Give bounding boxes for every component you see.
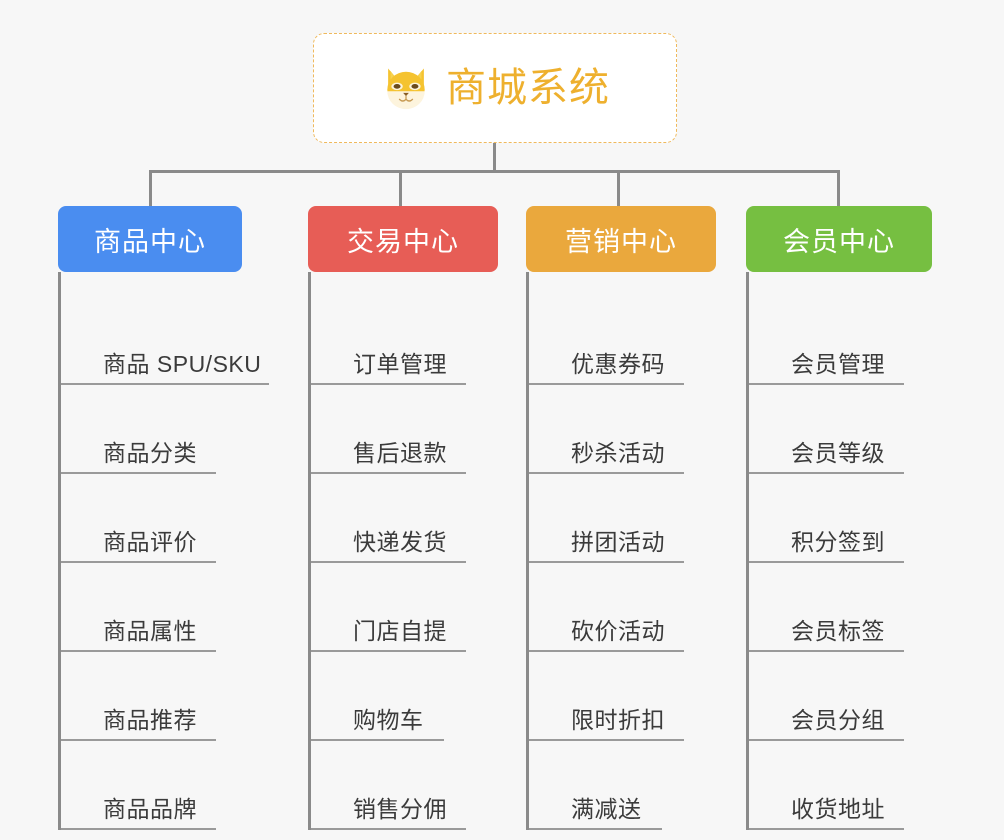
branch-column-2: 交易中心 订单管理 售后退款 快递发货 门店自提 购物车 [308, 206, 508, 830]
list-item[interactable]: 优惠券码 [529, 296, 726, 385]
leaf-list-3: 优惠券码 秒杀活动 拼团活动 砍价活动 限时折扣 满减送 [526, 272, 726, 830]
leaf-label: 商品推荐 [103, 707, 197, 733]
list-item[interactable]: 秒杀活动 [529, 385, 726, 474]
list-item[interactable]: 购物车 [311, 652, 508, 741]
connector-drop-3 [617, 170, 620, 206]
shiba-dog-icon [387, 68, 425, 110]
leaf-underline [749, 650, 904, 652]
list-item[interactable]: 会员分组 [749, 652, 946, 741]
branch-column-4: 会员中心 会员管理 会员等级 积分签到 会员标签 会员分组 [746, 206, 946, 830]
list-item[interactable]: 满减送 [529, 741, 726, 830]
leaf-underline [749, 739, 904, 741]
leaf-underline [311, 828, 466, 830]
root-node[interactable]: 商城系统 [313, 33, 677, 143]
leaf-underline [311, 739, 444, 741]
leaf-label: 快递发货 [353, 529, 447, 555]
leaf-underline [529, 472, 684, 474]
leaf-underline [529, 739, 684, 741]
branch-column-1: 商品中心 商品 SPU/SKU 商品分类 商品评价 商品属性 商品推荐 [58, 206, 288, 830]
leaf-label: 砍价活动 [571, 618, 665, 644]
leaf-label: 商品属性 [103, 618, 197, 644]
list-item[interactable]: 砍价活动 [529, 563, 726, 652]
leaf-underline [749, 828, 904, 830]
category-label: 商品中心 [94, 226, 206, 257]
list-item[interactable]: 商品推荐 [61, 652, 288, 741]
leaf-list-1: 商品 SPU/SKU 商品分类 商品评价 商品属性 商品推荐 商品品牌 [58, 272, 288, 830]
category-label: 会员中心 [783, 226, 895, 257]
leaf-underline [749, 561, 904, 563]
leaf-label: 满减送 [571, 796, 642, 822]
leaf-underline [311, 561, 466, 563]
connector-drop-4 [837, 170, 840, 206]
list-item[interactable]: 收货地址 [749, 741, 946, 830]
list-item[interactable]: 门店自提 [311, 563, 508, 652]
leaf-list-4: 会员管理 会员等级 积分签到 会员标签 会员分组 收货地址 [746, 272, 946, 830]
list-item[interactable]: 会员标签 [749, 563, 946, 652]
list-item[interactable]: 会员管理 [749, 296, 946, 385]
leaf-underline [311, 472, 466, 474]
list-item[interactable]: 商品品牌 [61, 741, 288, 830]
leaf-label: 优惠券码 [571, 351, 665, 377]
list-item[interactable]: 快递发货 [311, 474, 508, 563]
branch-column-3: 营销中心 优惠券码 秒杀活动 拼团活动 砍价活动 限时折扣 [526, 206, 726, 830]
leaf-underline [529, 383, 684, 385]
list-item[interactable]: 商品评价 [61, 474, 288, 563]
root-title: 商城系统 [446, 66, 610, 110]
leaf-label: 秒杀活动 [571, 440, 665, 466]
list-item[interactable]: 售后退款 [311, 385, 508, 474]
leaf-label: 售后退款 [353, 440, 447, 466]
leaf-list-2: 订单管理 售后退款 快递发货 门店自提 购物车 销售分佣 [308, 272, 508, 830]
list-item[interactable]: 商品 SPU/SKU [61, 296, 288, 385]
leaf-label: 收货地址 [791, 796, 885, 822]
leaf-underline [61, 828, 216, 830]
list-item[interactable]: 拼团活动 [529, 474, 726, 563]
category-header-3[interactable]: 营销中心 [526, 206, 716, 272]
list-item[interactable]: 积分签到 [749, 474, 946, 563]
list-item[interactable]: 会员等级 [749, 385, 946, 474]
connector-horizontal-bus [149, 170, 840, 173]
leaf-label: 商品 SPU/SKU [103, 351, 262, 377]
leaf-label: 会员等级 [791, 440, 885, 466]
leaf-label: 商品评价 [103, 529, 197, 555]
leaf-label: 订单管理 [353, 351, 447, 377]
leaf-label: 积分签到 [791, 529, 885, 555]
category-header-4[interactable]: 会员中心 [746, 206, 932, 272]
leaf-underline [529, 650, 684, 652]
leaf-label: 会员分组 [791, 707, 885, 733]
leaf-underline [749, 472, 904, 474]
leaf-underline [749, 383, 904, 385]
leaf-label: 限时折扣 [571, 707, 665, 733]
leaf-label: 拼团活动 [571, 529, 665, 555]
leaf-label: 会员标签 [791, 618, 885, 644]
list-item[interactable]: 限时折扣 [529, 652, 726, 741]
list-item[interactable]: 商品属性 [61, 563, 288, 652]
leaf-label: 商品品牌 [103, 796, 197, 822]
leaf-underline [61, 650, 216, 652]
category-header-1[interactable]: 商品中心 [58, 206, 242, 272]
leaf-underline [311, 650, 466, 652]
list-item[interactable]: 销售分佣 [311, 741, 508, 830]
leaf-underline [61, 472, 216, 474]
leaf-underline [529, 561, 684, 563]
leaf-underline [529, 828, 662, 830]
leaf-underline [61, 739, 216, 741]
leaf-label: 销售分佣 [353, 796, 447, 822]
connector-drop-1 [149, 170, 152, 206]
leaf-label: 门店自提 [353, 618, 447, 644]
list-item[interactable]: 商品分类 [61, 385, 288, 474]
category-header-2[interactable]: 交易中心 [308, 206, 498, 272]
connector-drop-2 [399, 170, 402, 206]
leaf-label: 购物车 [353, 707, 424, 733]
leaf-underline [61, 561, 216, 563]
leaf-label: 会员管理 [791, 351, 885, 377]
leaf-underline [311, 383, 466, 385]
connector-root-stem [493, 143, 496, 171]
leaf-label: 商品分类 [103, 440, 197, 466]
category-label: 交易中心 [347, 226, 459, 257]
leaf-underline [61, 383, 269, 385]
list-item[interactable]: 订单管理 [311, 296, 508, 385]
category-label: 营销中心 [565, 226, 677, 257]
